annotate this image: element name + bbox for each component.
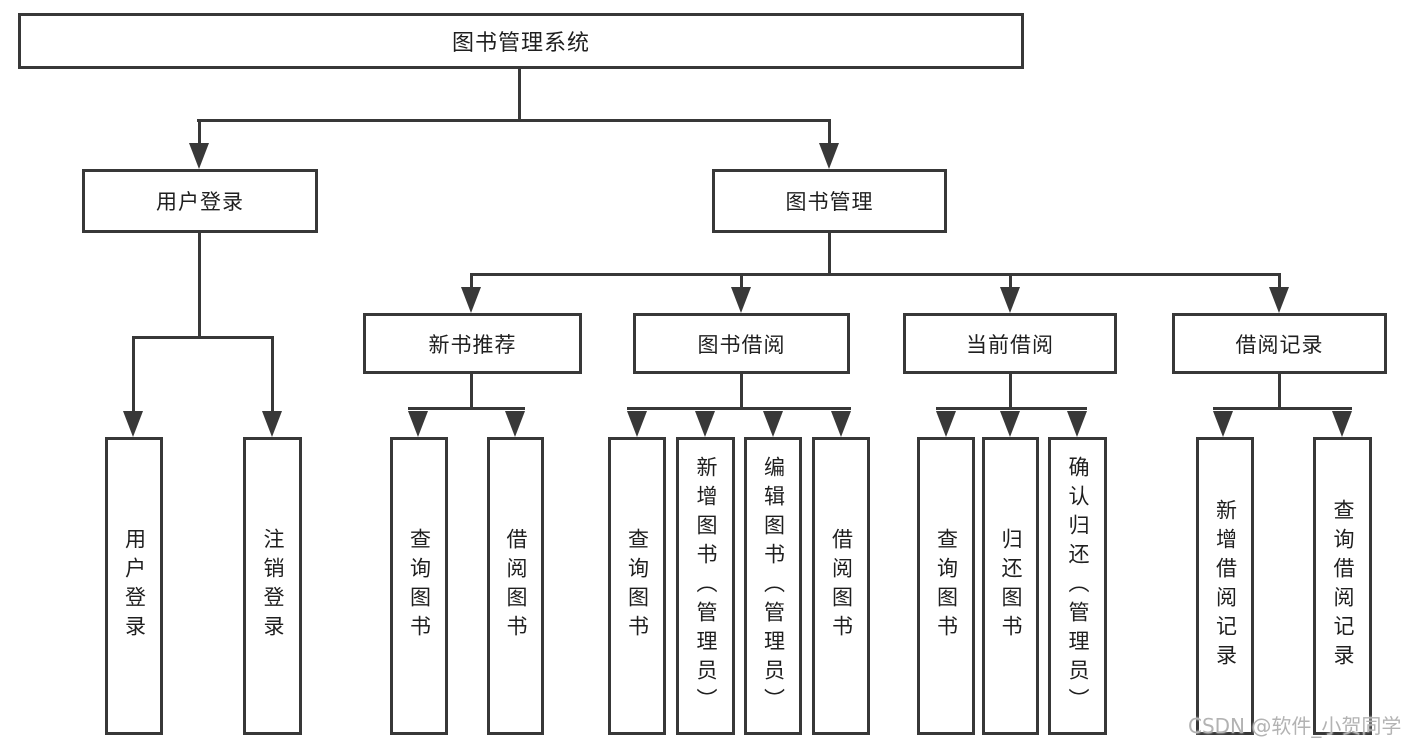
arrow-down-icon [189,143,209,169]
node-label: 图书管理 [785,190,874,214]
connector-drop-user-login [198,119,201,145]
connector-user-login-stub [198,233,201,336]
connector-drop-current-borrowing [1009,273,1012,289]
node-book-borrowing: 图书借阅 [633,313,850,374]
leaf-user-login: 用户登录 [105,437,163,735]
node-label: 借阅图书 [829,528,854,644]
arrow-down-icon [1332,411,1352,437]
node-label: 查询图书 [934,528,959,644]
connector-level2-hline [197,119,831,122]
arrow-down-icon [1000,287,1020,313]
connector-level3-hline [470,273,1281,276]
leaf-borrow-books-1: 借阅图书 [487,437,544,735]
node-label: 注销登录 [261,528,285,644]
node-label: 借阅图书 [504,528,528,644]
connector-groupD-hline [1213,407,1352,410]
leaf-query-books-3: 查询图书 [917,437,975,735]
connector-drop-book-borrowing [740,273,743,289]
arrow-down-icon [123,411,143,437]
leaf-confirm-return-admin: 确认归还（管理员） [1048,437,1107,735]
node-book-management: 图书管理 [712,169,947,233]
node-label: 图书管理系统 [451,31,590,56]
leaf-query-books-2: 查询图书 [608,437,666,735]
connector-groupA-hline [408,407,525,410]
connector-groupA-stub [470,374,473,407]
node-label: 图书借阅 [697,332,786,357]
node-label: 查询图书 [407,528,432,644]
node-label: 查询图书 [625,528,650,644]
node-label: 当前借阅 [966,332,1054,357]
arrow-down-icon [627,411,647,437]
node-new-book-recommendation: 新书推荐 [363,313,582,374]
arrow-down-icon [831,411,851,437]
connector-groupD-stub [1278,374,1281,407]
arrow-down-icon [1067,411,1087,437]
connector-drop-book-management [828,119,831,145]
connector-drop-leaf-logout [271,336,274,413]
arrow-down-icon [461,287,481,313]
connector-root-stub [518,69,521,119]
node-label: 用户登录 [122,528,147,644]
leaf-logout: 注销登录 [243,437,302,735]
arrow-down-icon [1000,411,1020,437]
connector-drop-borrowing-records [1278,273,1281,289]
node-user-login: 用户登录 [82,169,318,233]
connector-groupB-hline [627,407,851,410]
node-label: 新书推荐 [428,332,517,357]
arrow-down-icon [408,411,428,437]
connector-groupC-stub [1009,374,1012,407]
leaf-edit-books-admin: 编辑图书（管理员） [744,437,802,735]
node-label: 新增图书（管理员） [694,455,718,717]
leaf-return-books: 归还图书 [982,437,1039,735]
leaf-add-books-admin: 新增图书（管理员） [676,437,735,735]
node-current-borrowing: 当前借阅 [903,313,1117,374]
node-label: 确认归还（管理员） [1066,455,1090,717]
connector-drop-leaf-user-login [132,336,135,413]
arrow-down-icon [505,411,525,437]
node-label: 用户登录 [156,190,244,214]
node-borrowing-records: 借阅记录 [1172,313,1387,374]
arrow-down-icon [1269,287,1289,313]
arrow-down-icon [262,411,282,437]
leaf-add-borrowing-record: 新增借阅记录 [1196,437,1254,735]
arrow-down-icon [819,143,839,169]
leaf-query-books-1: 查询图书 [390,437,448,735]
node-label: 归还图书 [999,528,1023,644]
arrow-down-icon [763,411,783,437]
arrow-down-icon [936,411,956,437]
csdn-watermark: CSDN @软件_小贺同学 [1188,714,1402,738]
node-label: 查询借阅记录 [1331,499,1355,673]
connector-book-management-stub [828,233,831,273]
arrow-down-icon [1213,411,1233,437]
arrow-down-icon [731,287,751,313]
connector-groupC-hline [936,407,1087,410]
leaf-query-borrowing-record: 查询借阅记录 [1313,437,1372,735]
arrow-down-icon [695,411,715,437]
node-label: 编辑图书（管理员） [761,455,786,717]
node-label: 新增借阅记录 [1213,499,1238,673]
node-label: 借阅记录 [1235,332,1324,357]
connector-groupB-stub [740,374,743,407]
leaf-borrow-books-2: 借阅图书 [812,437,870,735]
node-library-management-system: 图书管理系统 [18,13,1024,69]
connector-user-login-hline [132,336,274,339]
connector-drop-new-book [470,273,473,289]
